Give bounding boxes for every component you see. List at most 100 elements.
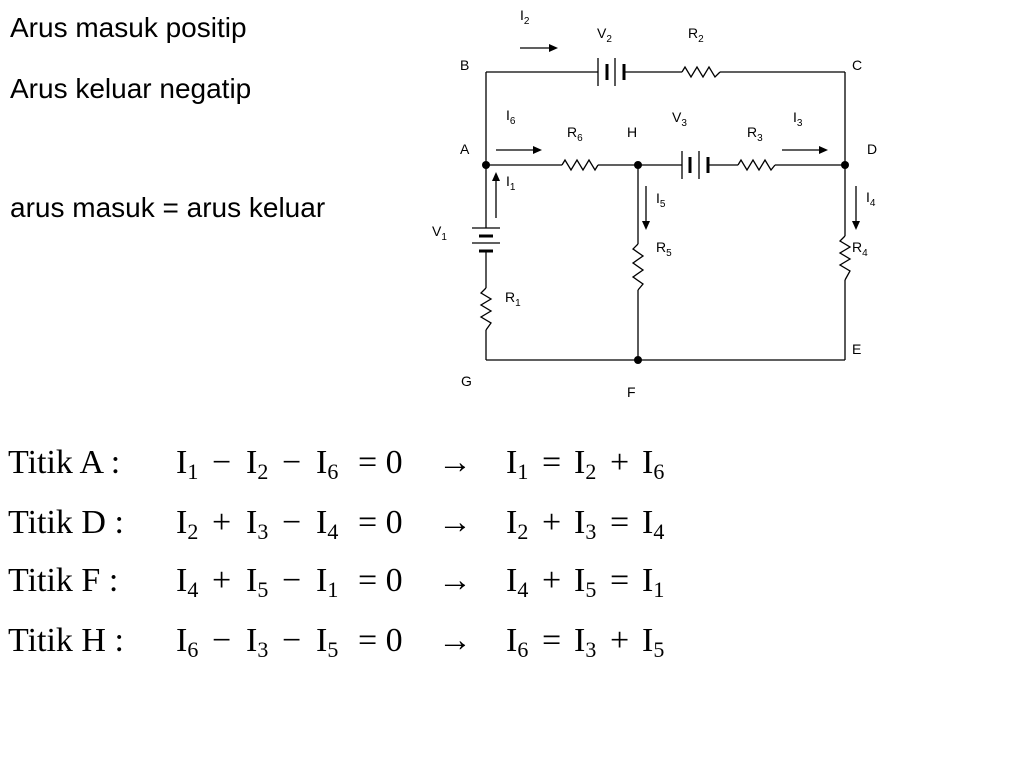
current-subscript: 2 [585,459,597,484]
battery-v1 [472,227,500,253]
equation-term: I6 [316,438,338,488]
equation-term: I1 [176,438,198,488]
current-symbol: I [176,622,188,659]
arrow-i6 [496,146,542,154]
resistor-r4 [838,235,852,281]
equation-row: Titik F :I4+I5−I1= 0→I4+I5=I1 [8,556,1008,606]
battery-v3 [681,151,710,179]
current-subscript: 6 [187,637,199,662]
label-i6: I6 [506,107,516,127]
current-symbol: I [316,444,328,481]
equation-operator: = 0 [358,444,403,481]
label-r4: R4 [852,239,868,259]
current-subscript: 5 [257,577,269,602]
current-subscript: 5 [653,637,665,662]
equation-operator: = 0 [358,562,403,599]
label-v2: V2 [597,25,612,45]
current-symbol: I [246,562,258,599]
equation-operator: + [542,562,562,599]
node-label-f: F [627,384,636,400]
label-i5: I5 [656,190,666,210]
label-r1: R1 [505,289,521,309]
resistor-r3 [737,158,776,172]
node-label-c: C [852,57,862,73]
equation-operator: − [212,444,232,481]
current-subscript: 4 [187,577,199,602]
equation-operator: − [212,622,232,659]
current-subscript: 3 [585,637,597,662]
current-subscript: 3 [257,637,269,662]
current-subscript: 5 [585,577,597,602]
equation-operator: + [610,444,630,481]
implies-arrow: → [438,622,472,659]
current-subscript: 1 [517,459,529,484]
current-symbol: I [506,504,518,541]
resistor-r5 [631,243,645,291]
rule-inflow-positive: Arus masuk positip [10,12,247,43]
equation-term: I3 [574,498,596,548]
current-subscript: 6 [517,637,529,662]
equation-label: Titik D : [8,504,124,541]
equation-row: Titik H :I6−I3−I5= 0→I6=I3+I5 [8,616,1008,666]
current-symbol: I [642,562,654,599]
current-symbol: I [506,444,518,481]
label-i3: I3 [793,109,803,129]
implies-arrow: → [438,504,472,541]
current-symbol: I [574,562,586,599]
label-v1: V1 [432,223,447,243]
equation-row: Titik D :I2+I3−I4= 0→I2+I3=I4 [8,498,1008,548]
resistor-r6 [561,158,599,172]
node-label-b: B [460,57,469,73]
current-subscript: 2 [517,519,529,544]
implies-arrow: → [438,562,472,599]
junction-f-dot [634,356,642,364]
equation-term: I5 [574,556,596,606]
equation-term: I2 [246,438,268,488]
current-subscript: 3 [257,519,269,544]
current-symbol: I [574,622,586,659]
equation-operator: − [282,444,302,481]
current-symbol: I [316,562,328,599]
junction-h-dot [634,161,642,169]
label-r5: R5 [656,239,672,259]
current-symbol: I [642,444,654,481]
equation-operator: − [282,622,302,659]
equation-term: I5 [316,616,338,666]
equation-term: I5 [246,556,268,606]
label-r3: R3 [747,124,763,144]
equation-label: Titik H : [8,622,124,659]
current-symbol: I [642,622,654,659]
current-subscript: 4 [327,519,339,544]
equation-term: I4 [316,498,338,548]
circuit-wires [485,71,846,361]
resistor-r2 [681,65,721,79]
current-subscript: 3 [585,519,597,544]
equation-operator: + [610,622,630,659]
equation-term: I3 [246,616,268,666]
current-subscript: 1 [187,459,199,484]
current-subscript: 4 [517,577,529,602]
equation-operator: + [212,504,232,541]
arrow-i3 [782,146,828,154]
equation-term: I2 [506,498,528,548]
current-symbol: I [246,622,258,659]
label-r6: R6 [567,124,583,144]
current-symbol: I [176,444,188,481]
equation-operator: = [542,622,562,659]
battery-v2 [597,58,626,86]
rule-in-equals-out: arus masuk = arus keluar [10,192,326,223]
junction-d-dot [841,161,849,169]
junction-a-dot [482,161,490,169]
equation-term: I2 [574,438,596,488]
current-symbol: I [246,504,258,541]
equation-term: I2 [176,498,198,548]
equation-row: Titik A :I1−I2−I6= 0→I1=I2+I6 [8,438,1008,488]
current-subscript: 2 [187,519,199,544]
current-subscript: 5 [327,637,339,662]
current-subscript: 6 [653,459,665,484]
current-subscript: 1 [327,577,339,602]
equation-operator: = 0 [358,622,403,659]
equation-term: I5 [642,616,664,666]
current-symbol: I [176,504,188,541]
